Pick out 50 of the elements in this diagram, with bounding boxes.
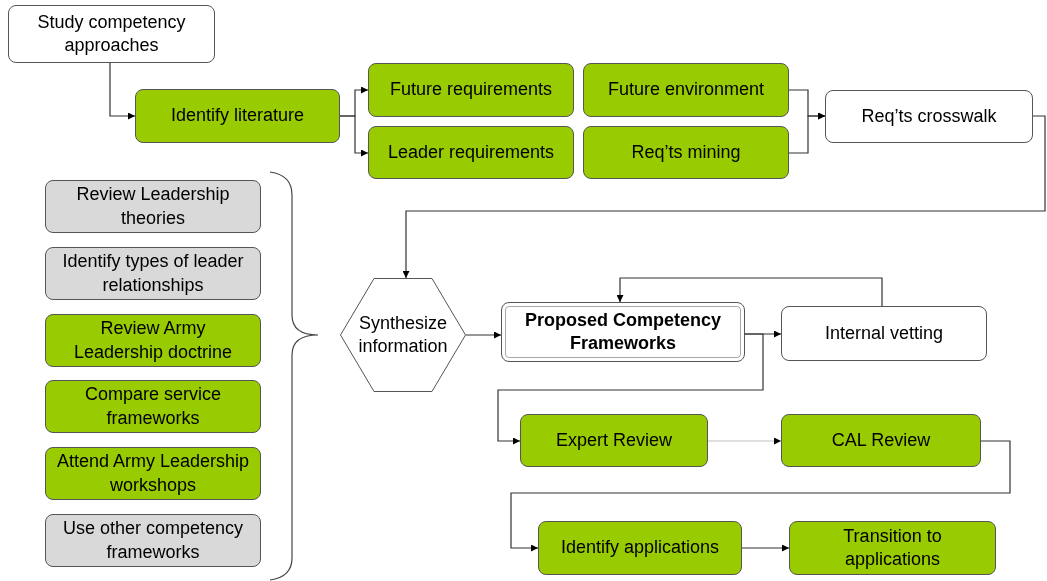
connector-arrow [788, 112, 826, 154]
process-box [789, 521, 996, 575]
node-label: Future environment [607, 78, 765, 102]
node-label: Req’ts mining [631, 140, 741, 164]
process-box [45, 447, 261, 500]
node-label: Expert Review [555, 428, 672, 452]
process-box [45, 514, 261, 567]
process-box [45, 380, 261, 433]
node-label: Proposed Competency Frameworks [523, 308, 722, 355]
node-label: Identify types of leader relationships [61, 250, 245, 297]
node-label: Review Army Leadership doctrine [72, 317, 234, 364]
connector-arrow [109, 62, 136, 120]
node-label: Identify literature [170, 104, 305, 128]
connector-arrow [707, 437, 782, 445]
connector-arrow [510, 440, 1011, 552]
process-box [583, 63, 789, 117]
node-label: Compare service frameworks [83, 383, 222, 430]
hexagon-node [340, 278, 466, 392]
node-label: Internal vetting [824, 321, 944, 345]
connector-arrow [339, 115, 369, 157]
process-box [45, 247, 261, 300]
connector-arrow [741, 544, 790, 552]
process-box [45, 314, 261, 367]
node-label: Future requirements [389, 78, 553, 102]
node-label: Leader requirements [387, 140, 555, 164]
process-box [45, 180, 261, 233]
process-box [368, 126, 574, 179]
process-box [368, 63, 574, 117]
process-box [501, 302, 745, 362]
node-label: Transition to applications [842, 524, 943, 571]
connector-arrow [465, 331, 502, 339]
process-box [583, 126, 789, 179]
node-label: Identify applications [560, 536, 720, 560]
process-box [825, 90, 1033, 143]
connector-arrow [402, 115, 1046, 279]
node-label: Synthesize information [357, 311, 449, 358]
process-box [8, 5, 215, 63]
process-box [520, 414, 708, 467]
process-box [538, 521, 742, 575]
node-label: Attend Army Leadership workshops [55, 450, 251, 497]
node-label: Review Leadership theories [75, 183, 231, 230]
node-label: Study competency approaches [36, 10, 187, 57]
process-box [135, 89, 340, 143]
connector-arrow [497, 333, 764, 445]
connector-arrow [616, 277, 883, 307]
node-label: CAL Review [831, 428, 931, 452]
process-box [781, 306, 987, 361]
process-box [781, 414, 981, 467]
node-label: Req’ts crosswalk [861, 104, 997, 128]
node-label: Use other competency frameworks [61, 517, 245, 564]
